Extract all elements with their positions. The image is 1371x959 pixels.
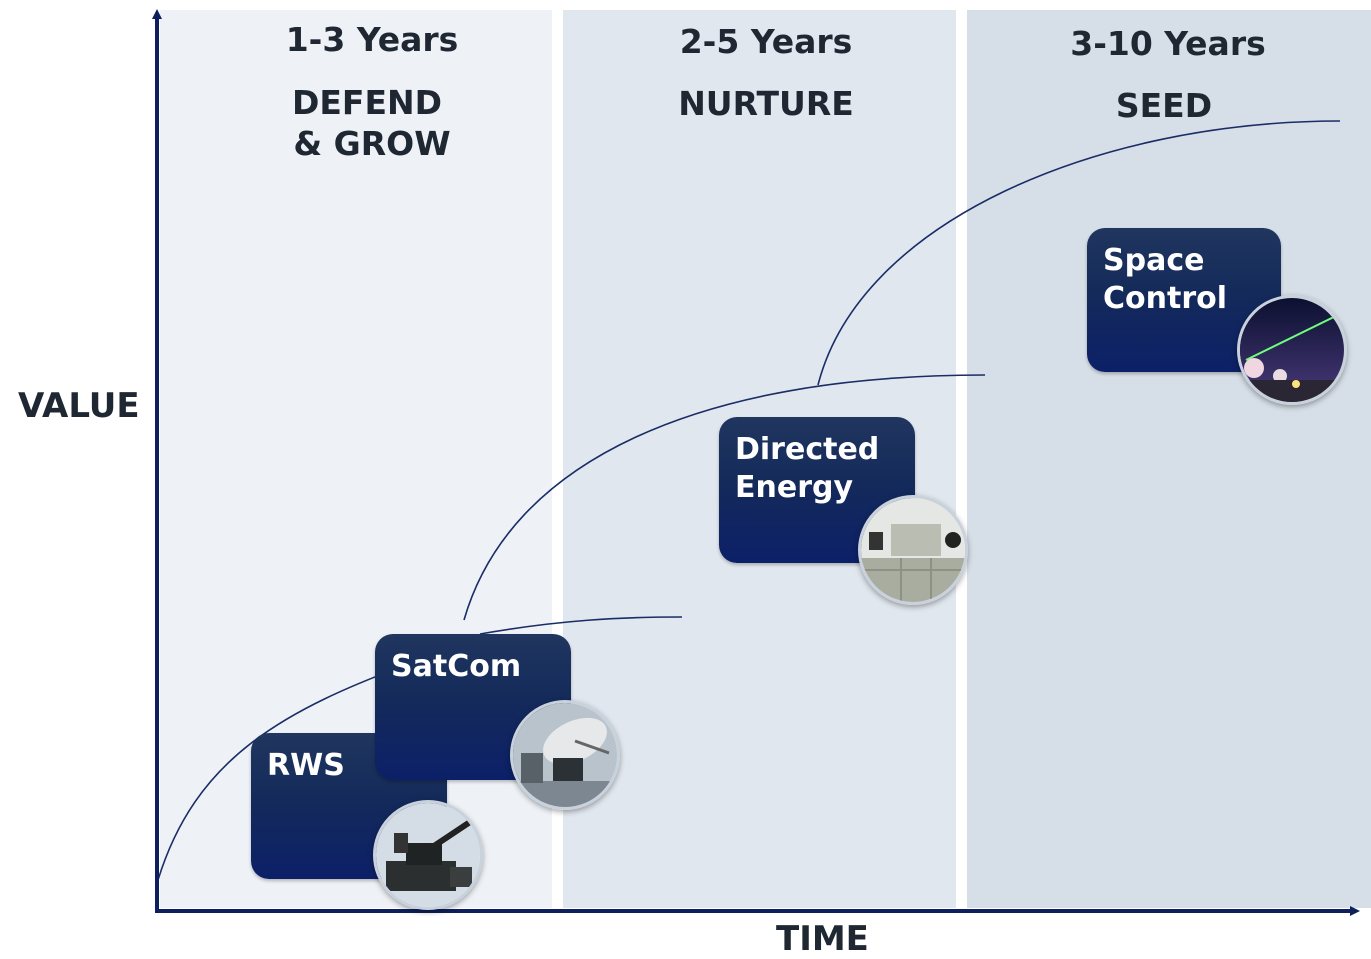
growth-curve-2: [463, 374, 986, 621]
card-directed-energy: Directed Energy: [719, 417, 915, 563]
phase-years-3: 3-10 Years: [1070, 24, 1266, 63]
phase-name-1-line2: & GROW: [293, 124, 451, 163]
satellite-dish-photo-icon: [510, 700, 620, 810]
phase-name-3: SEED: [1115, 86, 1213, 125]
card-rws-label: RWS: [267, 748, 345, 783]
phase-name-1: DEFEND & GROW: [232, 82, 502, 164]
card-space-control: Space Control: [1087, 228, 1281, 372]
growth-curve-1-tail: [479, 616, 683, 635]
night-sky-laser-photo-icon: [1237, 295, 1347, 405]
card-directed-energy-label: Directed Energy: [735, 432, 880, 505]
phase-name-1-line1: DEFEND: [291, 83, 443, 122]
phase-years-2: 2-5 Years: [679, 22, 853, 61]
laser-system-photo-icon: [858, 495, 968, 605]
y-axis-label: VALUE: [18, 386, 140, 426]
phase-name-2: NURTURE: [678, 84, 854, 123]
card-satcom-label: SatCom: [391, 649, 522, 684]
growth-curve-1: [157, 659, 421, 881]
growth-curve-3: [817, 120, 1341, 386]
x-axis-label: TIME: [776, 919, 869, 959]
phase-years-1: 1-3 Years: [285, 20, 459, 59]
phase-band-seed: [967, 10, 1371, 908]
card-space-control-label: Space Control: [1103, 243, 1228, 316]
remote-weapon-station-photo-icon: [373, 800, 483, 910]
